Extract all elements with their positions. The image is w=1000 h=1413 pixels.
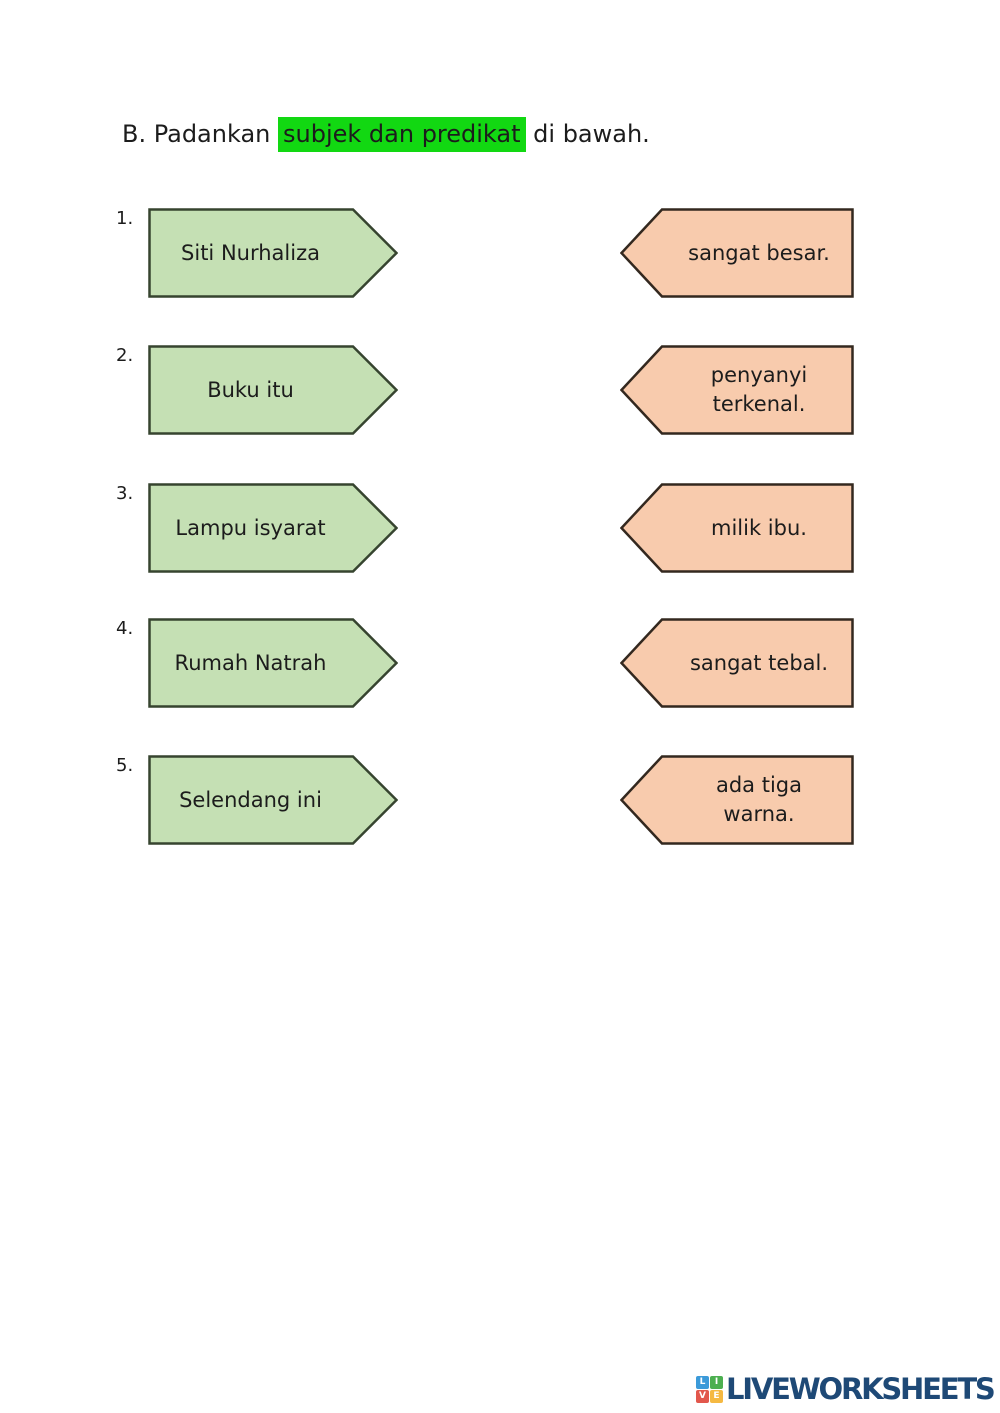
- row-number: 3.: [116, 483, 134, 504]
- predicate-label: ada tiga warna.: [715, 773, 802, 826]
- left-arrow-icon: [620, 483, 854, 573]
- left-arrow-icon: [620, 755, 854, 845]
- liveworksheets-grid-icon: L I V E: [696, 1375, 723, 1403]
- predicate-shape-1[interactable]: sangat besar.: [620, 208, 854, 298]
- title-prefix: B. Padankan: [122, 120, 278, 148]
- subject-label: Buku itu: [207, 377, 294, 402]
- subject-shape-2[interactable]: Buku itu: [148, 345, 398, 435]
- subject-shape-5[interactable]: Selendang ini: [148, 755, 398, 845]
- left-arrow-icon: [620, 618, 854, 708]
- predicate-label: milik ibu.: [711, 515, 807, 540]
- logo-letter-v: V: [696, 1389, 709, 1403]
- predicate-shape-5[interactable]: ada tiga warna.: [620, 755, 854, 845]
- match-row-5: 5. Selendang ini ada tiga warna.: [0, 755, 1000, 845]
- subject-label: Lampu isyarat: [175, 515, 326, 540]
- row-number: 2.: [116, 345, 134, 366]
- match-row-3: 3. Lampu isyarat milik ibu.: [0, 483, 1000, 573]
- left-arrow-icon: [620, 345, 854, 435]
- match-row-1: 1. Siti Nurhaliza sangat besar.: [0, 208, 1000, 298]
- logo-letter-e: E: [710, 1389, 723, 1403]
- logo-letter-i: I: [710, 1375, 723, 1389]
- subject-shape-1[interactable]: Siti Nurhaliza: [148, 208, 398, 298]
- predicate-label: penyanyi terkenal.: [710, 363, 808, 416]
- row-number: 4.: [116, 618, 134, 639]
- right-arrow-icon: [148, 345, 398, 435]
- right-arrow-icon: [148, 483, 398, 573]
- liveworksheets-logo[interactable]: L I V E LIVEWORKSHEETS: [696, 1372, 996, 1406]
- row-number: 5.: [116, 755, 134, 776]
- right-arrow-icon: [148, 755, 398, 845]
- subject-shape-3[interactable]: Lampu isyarat: [148, 483, 398, 573]
- predicate-label: sangat besar.: [688, 240, 830, 265]
- logo-wordmark: LIVEWORKSHEETS: [726, 1372, 996, 1406]
- page-title: B. Padankan subjek dan predikat di bawah…: [122, 117, 650, 152]
- left-arrow-icon: [620, 208, 854, 298]
- predicate-shape-3[interactable]: milik ibu.: [620, 483, 854, 573]
- predicate-shape-2[interactable]: penyanyi terkenal.: [620, 345, 854, 435]
- subject-label: Rumah Natrah: [174, 650, 327, 675]
- match-row-2: 2. Buku itu penyanyi terkenal.: [0, 345, 1000, 435]
- predicate-label: sangat tebal.: [689, 650, 829, 675]
- predicate-shape-4[interactable]: sangat tebal.: [620, 618, 854, 708]
- subject-label: Selendang ini: [179, 787, 322, 812]
- subject-shape-4[interactable]: Rumah Natrah: [148, 618, 398, 708]
- row-number: 1.: [116, 208, 134, 229]
- title-highlight: subjek dan predikat: [278, 117, 526, 152]
- subject-label: Siti Nurhaliza: [181, 240, 320, 265]
- right-arrow-icon: [148, 618, 398, 708]
- title-suffix: di bawah.: [525, 120, 650, 148]
- logo-letter-l: L: [696, 1375, 709, 1389]
- match-row-4: 4. Rumah Natrah sangat tebal.: [0, 618, 1000, 708]
- right-arrow-icon: [148, 208, 398, 298]
